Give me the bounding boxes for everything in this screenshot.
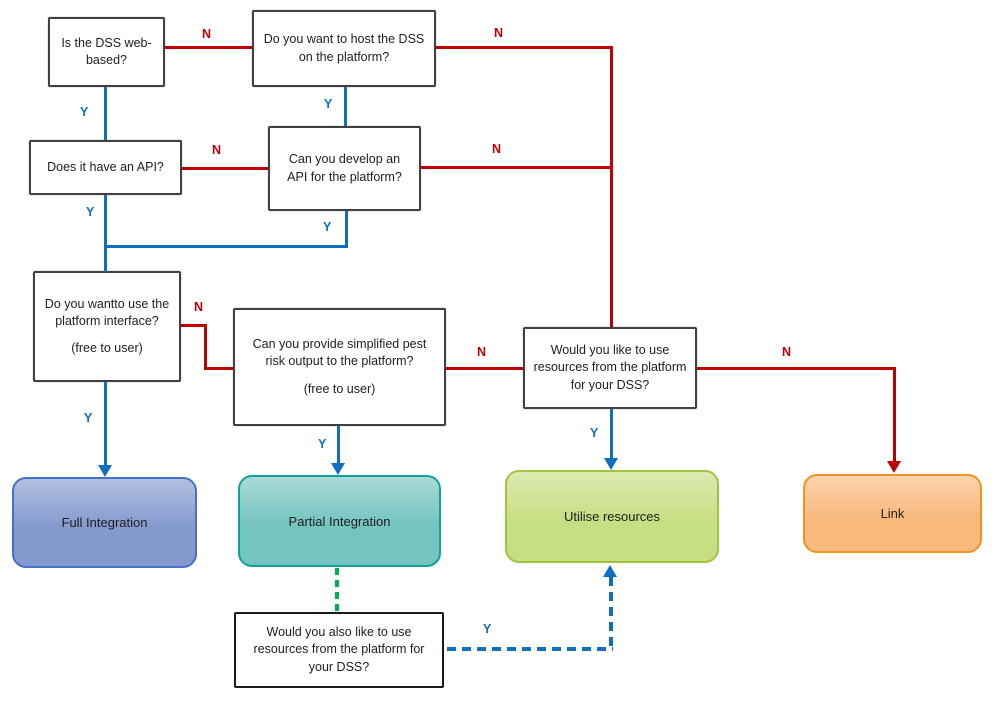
- edge-simplified-partialintegration-line: [337, 426, 340, 465]
- edge-label-host-useresources: N: [494, 26, 504, 40]
- node-use-resources: Would you like to use resources from the…: [523, 327, 697, 409]
- arrowhead-full-integration: [98, 465, 112, 477]
- node-simplified-output-text: Can you provide simplified pest risk out…: [252, 337, 427, 369]
- edge-label-host-developapi: Y: [324, 97, 333, 111]
- edge-interface-simplified-line-v: [204, 324, 207, 370]
- arrowhead-link: [887, 461, 901, 473]
- edge-api-developapi-line: [182, 167, 268, 170]
- outcome-utilise-resources-label: Utilise resources: [563, 509, 661, 524]
- gradient-overlay: [240, 477, 439, 565]
- edge-label-simplified-partial: Y: [318, 437, 327, 451]
- edge-simplified-useresources-line: [446, 367, 523, 370]
- edge-useresources-utilise-line: [610, 409, 613, 459]
- node-interface-note: (free to user): [71, 341, 143, 356]
- outcome-partial-integration: Partial Integration: [238, 475, 441, 567]
- edge-label-simplified-useres: N: [477, 345, 487, 359]
- node-develop-api: Can you develop an API for the platform?: [268, 126, 421, 211]
- edge-label-interface-simplified: N: [194, 300, 204, 314]
- node-also-use-resources: Would you also like to use resources fro…: [234, 612, 444, 688]
- edge-interface-simplified-line-h1: [181, 324, 207, 327]
- edge-alsouse-utilise-line-h: [447, 647, 613, 651]
- gradient-overlay: [14, 479, 195, 566]
- node-simplified-output: Can you provide simplified pest risk out…: [233, 308, 446, 426]
- outcome-full-integration: Full Integration: [12, 477, 197, 568]
- edge-webbased-api-line: [104, 87, 107, 140]
- outcome-link: Link: [803, 474, 982, 553]
- edge-alsouse-utilise-line-v: [609, 577, 613, 649]
- edge-label-webbased-host: N: [202, 27, 212, 41]
- edge-developapi-useresources-line: [421, 166, 610, 169]
- node-also-use-resources-text: Would you also like to use resources fro…: [253, 625, 425, 674]
- outcome-link-label: Link: [880, 506, 905, 521]
- edge-label-alsouse-utilise: Y: [483, 622, 492, 636]
- edge-interface-fullintegration-line: [104, 382, 107, 466]
- outcome-partial-integration-label: Partial Integration: [288, 513, 391, 529]
- edge-label-api-developapi: N: [212, 143, 222, 157]
- node-api: Does it have an API?: [29, 140, 182, 195]
- arrowhead-partial-integration: [331, 463, 345, 475]
- node-interface-text: Do you wantto use the platform interface…: [44, 296, 170, 328]
- node-host-text: Do you want to host the DSS on the platf…: [263, 32, 425, 64]
- edge-label-useres-link: N: [782, 345, 792, 359]
- arrowhead-utilise-resources-dashed: [603, 565, 617, 577]
- node-host: Do you want to host the DSS on the platf…: [252, 10, 436, 87]
- edge-label-developapi-interface: Y: [323, 220, 332, 234]
- edge-label-api-interface: Y: [86, 205, 95, 219]
- edge-webbased-host-line: [165, 46, 252, 49]
- arrowhead-utilise-resources: [604, 458, 618, 470]
- node-web-based: Is the DSS web-based?: [48, 17, 165, 87]
- edge-label-webbased-api: Y: [80, 105, 89, 119]
- edge-host-useresources-line-v: [610, 46, 613, 327]
- edge-developapi-interface-line-v: [345, 211, 348, 248]
- node-interface: Do you wantto use the platform interface…: [33, 271, 181, 382]
- node-simplified-output-note: (free to user): [303, 381, 376, 396]
- edge-label-interface-full: Y: [84, 411, 93, 425]
- gradient-overlay: [507, 472, 717, 561]
- edge-label-developapi-useres: N: [492, 142, 502, 156]
- edge-partial-alsouse-line: [335, 568, 339, 611]
- node-use-resources-text: Would you like to use resources from the…: [533, 343, 687, 392]
- edge-interface-simplified-line-h2: [204, 367, 233, 370]
- node-api-text: Does it have an API?: [47, 159, 164, 174]
- edge-developapi-interface-line-h: [104, 245, 348, 248]
- node-develop-api-text: Can you develop an API for the platform?: [287, 152, 402, 184]
- outcome-utilise-resources: Utilise resources: [505, 470, 719, 563]
- edge-label-useres-utilise: Y: [590, 426, 599, 440]
- edge-useresources-link-line-h: [697, 367, 896, 370]
- edge-useresources-link-line-v: [893, 367, 896, 462]
- edge-host-developapi-line: [344, 87, 347, 126]
- edge-api-interface-line: [104, 195, 107, 272]
- edge-host-useresources-line-h: [436, 46, 613, 49]
- outcome-full-integration-label: Full Integration: [61, 515, 148, 530]
- gradient-overlay: [805, 476, 980, 551]
- node-web-based-text: Is the DSS web-based?: [61, 35, 152, 67]
